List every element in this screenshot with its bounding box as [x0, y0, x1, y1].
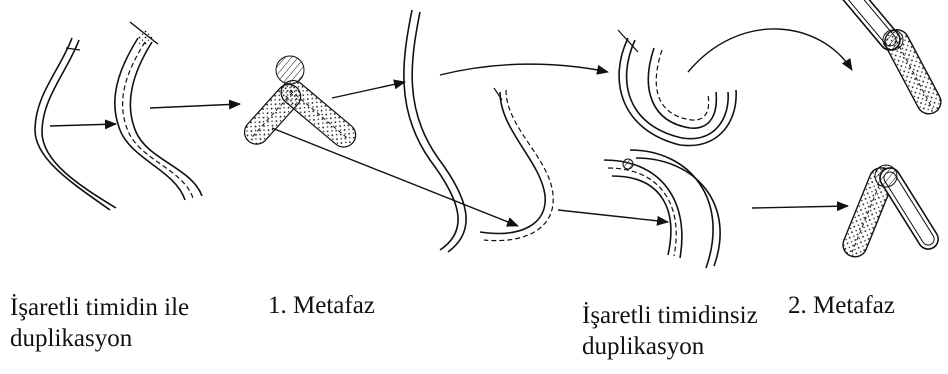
- arrow-to-labeled: [50, 124, 116, 126]
- metaphase1-chromosome: [240, 56, 361, 152]
- upper-separated-chromatid: [404, 10, 466, 252]
- unlabeled-duplication-lower: [604, 150, 720, 268]
- arrow-to-unlabeled-upper: [440, 64, 608, 75]
- arrow-to-upper-strand: [332, 82, 405, 98]
- caption-unlabeled-line2: duplikasyon: [582, 331, 758, 362]
- caption-labeled-line2: duplikasyon: [10, 323, 189, 354]
- caption-labeled-duplication: İşaretli timidin ile duplikasyon: [10, 292, 189, 354]
- unlabeled-duplication-upper: [618, 30, 736, 146]
- lower-separated-chromatid: [480, 88, 553, 241]
- metaphase2-lower-chromosome: [839, 164, 942, 260]
- arrow-to-lower-strand: [272, 128, 518, 226]
- arrow-to-unlabeled-lower: [558, 210, 668, 222]
- caption-metaphase1: 1. Metafaz: [268, 290, 375, 321]
- metaphase2-upper-chromosome: [832, 0, 945, 118]
- caption-unlabeled-line1: İşaretli timidinsiz: [582, 300, 758, 331]
- arrow-to-metaphase2-upper: [688, 29, 852, 72]
- caption-labeled-line1: İşaretli timidin ile: [10, 292, 189, 323]
- arrow-to-metaphase1: [150, 104, 240, 108]
- arrow-to-metaphase2-lower: [752, 206, 848, 208]
- caption-metaphase2: 2. Metafaz: [788, 290, 895, 321]
- labeled-duplicated-chromosome: [115, 22, 202, 200]
- caption-unlabeled-duplication: İşaretli timidinsiz duplikasyon: [582, 300, 758, 362]
